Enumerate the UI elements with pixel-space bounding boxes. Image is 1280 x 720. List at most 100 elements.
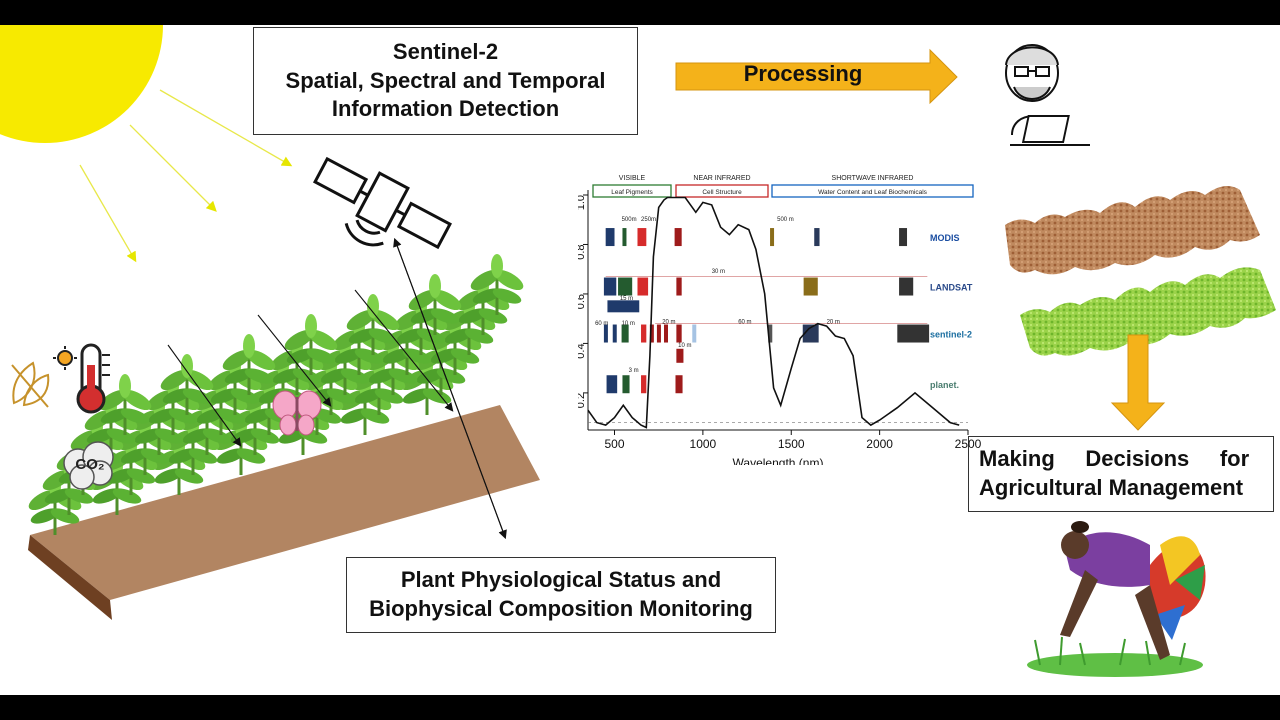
plant (222, 334, 276, 395)
plant-box-line-2: Biophysical Composition Monitoring (369, 596, 753, 621)
plant-leaf (374, 388, 404, 404)
region-name: VISIBLE (619, 175, 646, 182)
processing-arrow (675, 48, 958, 105)
sun-gear-icon (53, 346, 77, 370)
sunray (159, 89, 293, 167)
plant (160, 354, 214, 415)
plant-monitoring-box: Plant Physiological Status and Biophysic… (346, 557, 776, 633)
plant-leaf (50, 508, 80, 524)
resolution-label: 10 m (678, 343, 691, 349)
plant-leaf (160, 369, 190, 391)
dry-leaf-icon (11, 361, 50, 408)
plant (284, 314, 338, 375)
plant (98, 374, 152, 435)
plant-leaf (250, 428, 280, 444)
plant-leaf (126, 468, 156, 484)
region-sub: Water Content and Leaf Biochemicals (818, 189, 928, 196)
region-box (771, 184, 974, 198)
plant-leaf (64, 488, 94, 504)
plant-leaf (182, 388, 212, 404)
signal-arrow (354, 289, 454, 412)
band-block (899, 277, 914, 296)
satellite-icon (312, 156, 452, 250)
analyst-icon (1005, 44, 1090, 146)
band-block (897, 324, 930, 343)
plant-leaf (354, 348, 384, 364)
band-block (622, 228, 627, 247)
plant (346, 294, 400, 355)
band-block (603, 277, 617, 296)
band-block (802, 324, 819, 343)
vegetation-map (1020, 267, 1276, 356)
sensor-name: LANDSAT (930, 283, 973, 293)
x-axis-label: Wavelength (nm) (733, 456, 824, 465)
plant-leaf (106, 428, 136, 444)
co2-cloud-icon (63, 441, 114, 490)
sentinel-subtitle-1: Spatial, Spectral and Temporal (285, 67, 606, 93)
sun (0, 25, 163, 143)
soil-map (1005, 186, 1260, 275)
plant-leaf (216, 408, 246, 424)
plant-leaf (494, 269, 524, 291)
band-block (618, 277, 633, 296)
plant-leaf (430, 308, 460, 324)
sensor-name: planet. (930, 380, 959, 390)
plant-leaf (222, 349, 252, 371)
plant (408, 274, 462, 335)
plant-leaf (478, 308, 508, 324)
resolution-label: 500m (622, 217, 637, 223)
band-block (641, 324, 647, 343)
crop-field (28, 254, 540, 620)
plant-leaf (470, 269, 500, 291)
band-block (603, 324, 608, 343)
x-tick-label: 1000 (690, 437, 717, 451)
region-name: SHORTWAVE INFRARED (832, 175, 914, 182)
band-block (637, 228, 647, 247)
stage: CO₂ (0, 25, 1280, 695)
band-block (768, 324, 773, 343)
y-tick-label: 0.4 (578, 343, 587, 358)
plant-leaf (360, 408, 390, 424)
plant-leaf (188, 448, 218, 464)
x-tick-label: 500 (604, 437, 624, 451)
plant-leaf (119, 374, 131, 398)
y-tick-label: 1.0 (578, 195, 587, 210)
band-block (770, 228, 775, 247)
plant-leaf (181, 354, 193, 378)
y-tick-label: 0.8 (578, 244, 587, 259)
plant-leaf (450, 348, 480, 364)
sentinel-subtitle-2: Information Detection (331, 96, 560, 122)
resolution-label: 60 m (738, 320, 751, 326)
band-block (676, 277, 682, 296)
plant-box-line-1: Plant Physiological Status and (400, 567, 722, 593)
band-block (664, 324, 668, 343)
plant-leaf (308, 329, 338, 351)
decision-box-line-2: Agricultural Management (979, 475, 1244, 500)
band-block (641, 375, 647, 394)
plant-leaf (112, 488, 142, 504)
band-block (674, 228, 682, 247)
band-block (803, 277, 818, 296)
plant-leaf (388, 368, 418, 384)
plant-leaf (243, 334, 255, 358)
plant-leaf (464, 328, 494, 344)
band-block (622, 375, 630, 394)
band-block (621, 324, 629, 343)
region-sub: Cell Structure (702, 189, 742, 196)
plant-leaf (154, 428, 184, 444)
thermometer-icon (76, 343, 110, 414)
plant-leaf (370, 309, 400, 331)
sensor-name: MODIS (930, 233, 960, 243)
illustration-layer: CO₂ (0, 25, 1276, 677)
sunray (79, 164, 137, 263)
plant-leaf (202, 428, 232, 444)
region-box (592, 184, 672, 198)
decision-box: Making Decisions for Agricultural Manage… (968, 436, 1274, 512)
plant-leaf (408, 289, 438, 311)
plant-leaf (429, 274, 441, 298)
region-box (675, 184, 769, 198)
plant-leaf (346, 309, 376, 331)
band-block (899, 228, 908, 247)
plant-leaf (184, 369, 214, 391)
